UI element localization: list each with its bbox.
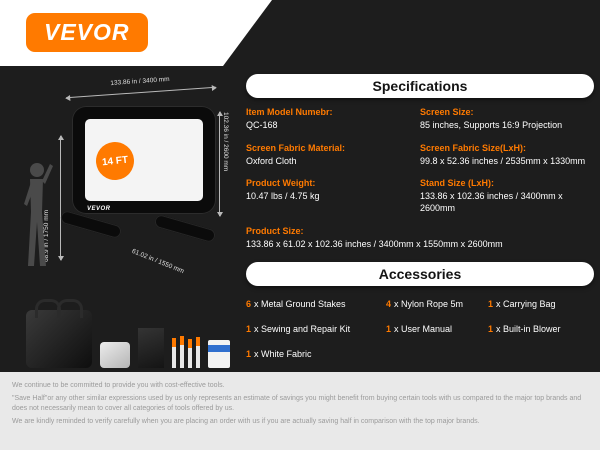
spec-value: Oxford Cloth — [246, 155, 297, 166]
spec-value: 10.47 lbs / 4.75 kg — [246, 191, 320, 202]
spec-label: Screen Size: — [420, 107, 474, 117]
stake-icon — [188, 339, 192, 368]
spec-item-fabric-size: Screen Fabric Size(LxH): 99.8 x 52.36 in… — [420, 143, 594, 168]
spec-label: Item Model Numebr: — [246, 107, 333, 117]
dimension-height-label: 102.36 in / 2600 mm — [222, 112, 229, 172]
footer-line-1: We continue to be committed to provide y… — [12, 382, 225, 389]
accessory-qty: 1 — [246, 349, 252, 359]
footer-disclaimer: We continue to be committed to provide y… — [0, 372, 600, 450]
accessory-label: x Metal Ground Stakes — [254, 299, 346, 309]
accessory-label: x Nylon Rope 5m — [394, 299, 464, 309]
white-fabric-image — [100, 342, 130, 368]
accessory-qty: 4 — [386, 299, 392, 309]
spec-item-screen-size: Screen Size: 85 inches, Supports 16:9 Pr… — [420, 107, 594, 132]
spec-item-product-size: Product Size: 133.86 x 61.02 x 102.36 in… — [246, 226, 594, 251]
footer-line-3: We are kindly reminded to verify careful… — [12, 417, 480, 425]
product-figure: 133.86 in / 3400 mm 102.36 in / 2600 mm … — [16, 76, 244, 296]
spec-item-model-number: Item Model Numebr: QC-168 — [246, 107, 414, 132]
accessory-label: x User Manual — [394, 324, 453, 334]
dimension-height-arrow — [216, 111, 223, 217]
spec-item-stand-size: Stand Size (LxH): 133.86 x 102.36 inches… — [420, 178, 594, 214]
spec-value: 99.8 x 52.36 inches / 2535mm x 1330mm — [420, 155, 586, 166]
accessory-qty: 1 — [488, 324, 494, 334]
specifications-grid: Item Model Numebr: QC-168 Screen Size: 8… — [246, 107, 594, 250]
specifications-header: Specifications — [246, 74, 594, 98]
spec-value: 133.86 x 102.36 inches / 3400mm x 2600mm — [420, 191, 563, 214]
spec-value: QC-168 — [246, 120, 278, 130]
accessory-label: x Built-in Blower — [496, 324, 561, 334]
spec-value: 85 inches, Supports 16:9 Projection — [420, 120, 563, 130]
stake-icon — [180, 336, 184, 368]
accessory-photos — [26, 298, 240, 368]
frame-vevor-logo: VEVOR — [87, 206, 111, 212]
accessory-label: x White Fabric — [254, 349, 312, 359]
ground-stakes-image — [172, 334, 200, 368]
accessories-header: Accessories — [246, 262, 594, 286]
accessory-qty: 1 — [246, 324, 252, 334]
accessory-qty: 1 — [488, 299, 494, 309]
stake-icon — [172, 338, 176, 368]
person-silhouette — [24, 163, 53, 266]
spec-label: Product Weight: — [246, 178, 316, 189]
spec-label: Stand Size (LxH): — [420, 178, 495, 189]
stake-icon — [196, 337, 200, 368]
screen-left-foot — [59, 209, 123, 240]
dimension-depth-label: 61.02 in / 1550 mm — [130, 247, 185, 276]
accessory-qty: 6 — [246, 299, 252, 309]
spec-label: Product Size: — [246, 225, 304, 236]
dimension-person-arrow — [57, 135, 64, 261]
spec-value: 133.86 x 61.02 x 102.36 inches / 3400mm … — [246, 238, 503, 249]
accessory-label: x Carrying Bag — [496, 299, 556, 309]
user-manual-image — [208, 340, 230, 368]
spec-item-product-weight: Product Weight: 10.47 lbs / 4.75 kg — [246, 178, 414, 214]
accessory-label: x Sewing and Repair Kit — [254, 324, 351, 334]
spec-item-fabric-material: Screen Fabric Material: Oxford Cloth — [246, 143, 414, 168]
carrying-bag-image — [26, 299, 92, 368]
specifications-panel: Specifications Item Model Numebr: QC-168… — [246, 74, 594, 250]
vevor-logo-text: VEVOR — [44, 19, 130, 45]
black-fabric-image — [138, 328, 164, 368]
vevor-logo: VEVOR — [26, 13, 148, 52]
inflatable-screen-frame: 14 FT VEVOR — [72, 106, 216, 214]
spec-label: Screen Fabric Material: — [246, 142, 346, 153]
footer-line-2: "Save Half"or any other similar expressi… — [12, 394, 582, 413]
accessory-qty: 1 — [386, 324, 392, 334]
spec-label: Screen Fabric Size(LxH): — [420, 142, 527, 153]
screen-right-foot — [153, 213, 217, 244]
